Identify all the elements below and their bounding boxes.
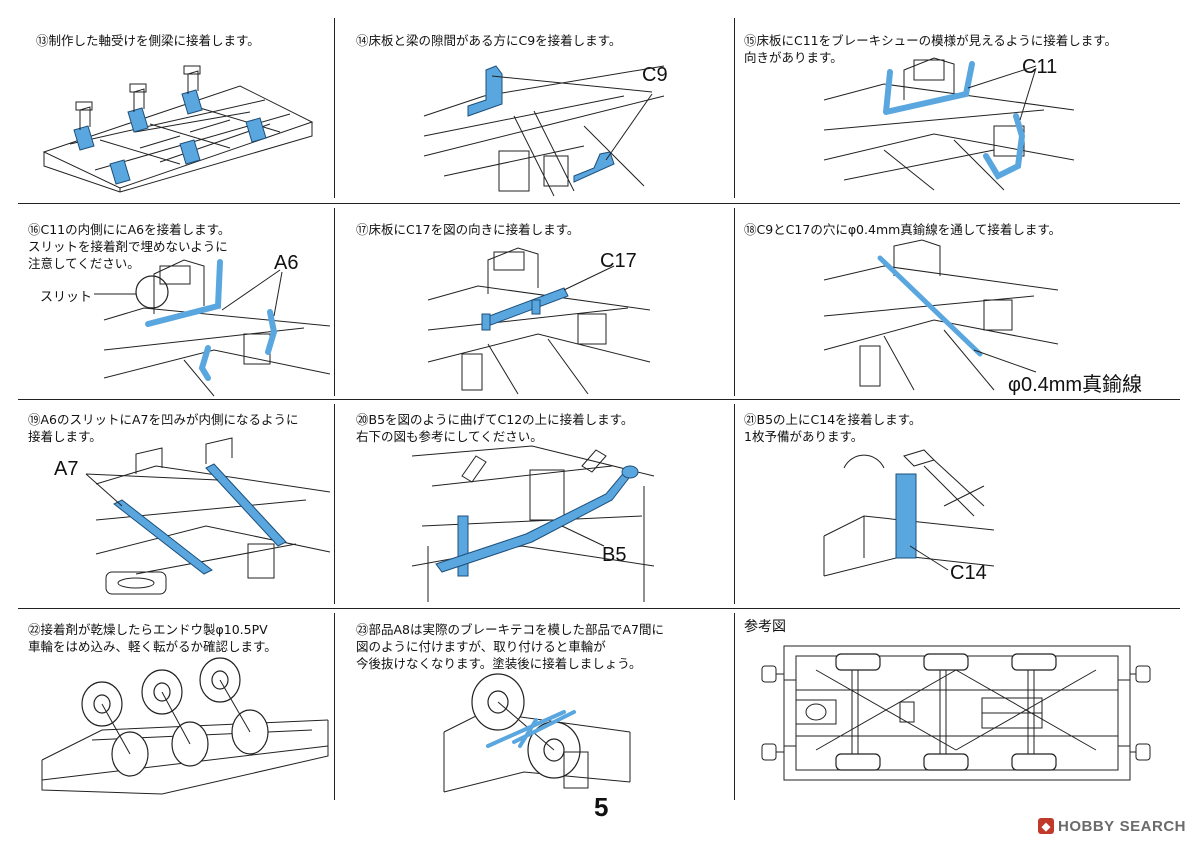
step-21-illustration	[823, 449, 995, 577]
watermark: ◆ HOBBY SEARCH	[1038, 815, 1186, 837]
step-19-text: ⑲A6のスリットにA7を凹みが内側になるように 接着します。	[28, 412, 299, 444]
grid-divider	[334, 18, 335, 198]
watermark-brand-2: SEARCH	[1119, 817, 1187, 835]
hobby-search-logo-icon: ◆	[1038, 818, 1054, 834]
page-number: 5	[594, 792, 609, 822]
step-21-text: ㉑B5の上にC14を接着します。 1枚予備があります。	[744, 412, 922, 444]
grid-divider	[18, 399, 1180, 400]
step-16-illustration	[94, 259, 331, 397]
step-19-illustration	[85, 437, 331, 595]
step-22-illustration	[41, 657, 329, 795]
grid-divider	[18, 608, 1180, 609]
callout-slit: スリット	[40, 290, 93, 305]
step-20-illustration	[411, 445, 655, 602]
reference-diagram	[761, 645, 1151, 781]
step-14-illustration	[423, 65, 665, 197]
grid-divider	[734, 18, 735, 198]
callout-c14: C14	[950, 562, 987, 584]
grid-divider	[18, 203, 1180, 204]
grid-divider	[334, 208, 335, 396]
callout-a6: A6	[274, 252, 299, 274]
step-23-illustration	[443, 673, 631, 793]
step-22-text: ㉒接着剤が乾燥したらエンドウ製φ10.5PV 車輪をはめ込み、軽く転がるか確認し…	[28, 622, 277, 654]
step-18-text: ⑱C9とC17の穴にφ0.4mm真鍮線を通して接着します。	[744, 222, 1062, 237]
grid-divider	[334, 613, 335, 800]
step-14-text: ⑭床板と梁の隙間がある方にC9を接着します。	[356, 33, 622, 48]
callout-brass-wire: φ0.4mm真鍮線	[1008, 374, 1143, 396]
callout-c11: C11	[1022, 56, 1058, 78]
reference-diagram-title: 参考図	[744, 619, 786, 635]
step-17-text: ⑰床板にC17を図の向きに接着します。	[356, 222, 580, 237]
step-20-text: ⑳B5を図のように曲げてC12の上に接着します。 右下の図も参考にしてください。	[356, 412, 634, 444]
step-16-text: ⑯C11の内側ににA6を接着します。 スリットを接着剤で埋めないように 注意して…	[28, 222, 231, 271]
step-15-text: ⑮床板にC11をブレーキシューの模様が見えるように接着します。 向きがあります。	[744, 33, 1118, 65]
step-13-illustration	[42, 65, 314, 193]
grid-divider	[734, 404, 735, 604]
step-23-text: ㉓部品A8は実際のブレーキテコを模した部品でA7間に 図のように付けますが、取り…	[356, 622, 665, 671]
callout-a7: A7	[54, 458, 79, 480]
grid-divider	[734, 613, 735, 800]
step-13-text: ⑬制作した軸受けを側梁に接着します。	[36, 33, 260, 48]
callout-c9: C9	[642, 64, 668, 86]
step-15-illustration	[823, 57, 1075, 191]
step-18-illustration	[823, 239, 1059, 391]
step-17-illustration	[427, 247, 651, 395]
callout-c17: C17	[600, 250, 637, 272]
grid-divider	[734, 208, 735, 396]
grid-divider	[334, 404, 335, 604]
watermark-brand-1: HOBBY	[1058, 817, 1115, 835]
